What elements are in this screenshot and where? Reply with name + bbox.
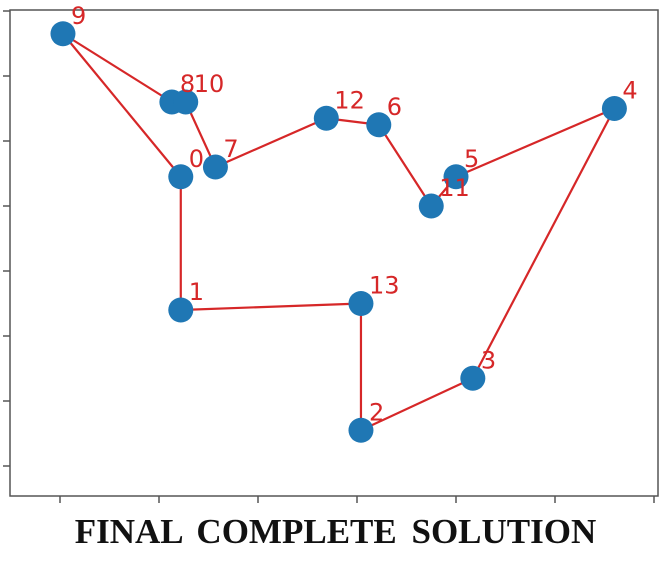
city-label: 8 <box>180 70 195 98</box>
plot-frame <box>9 9 659 497</box>
city-point <box>313 105 339 131</box>
city-label: 0 <box>189 145 204 173</box>
city-point <box>168 297 194 323</box>
city-point <box>601 96 627 121</box>
city-point <box>202 154 228 180</box>
city-label: 10 <box>194 70 225 98</box>
city-label: 9 <box>71 2 86 30</box>
city-label: 4 <box>622 77 637 105</box>
route-segment <box>471 107 616 379</box>
city-label: 11 <box>439 174 470 202</box>
city-label: 2 <box>369 398 384 426</box>
route-segment <box>62 32 173 103</box>
city-label: 5 <box>464 145 479 173</box>
city-label: 7 <box>223 135 238 163</box>
route-segment <box>214 117 327 169</box>
route-segment <box>455 107 615 178</box>
city-point <box>173 89 199 115</box>
x-axis-ticks <box>59 496 655 503</box>
route-segment <box>377 124 433 207</box>
city-point <box>366 112 392 138</box>
city-point <box>418 193 444 219</box>
figure-caption: FINAL COMPLETE SOLUTION <box>74 512 597 551</box>
city-point <box>168 164 194 190</box>
city-label: 13 <box>369 272 400 300</box>
city-label: 3 <box>481 346 496 374</box>
route-segment <box>180 302 361 312</box>
city-label: 1 <box>189 278 204 306</box>
route-segment <box>360 377 474 432</box>
city-label: 6 <box>387 93 402 121</box>
city-point <box>348 291 374 316</box>
city-label: 12 <box>334 86 365 114</box>
city-point <box>50 21 76 47</box>
city-point <box>443 164 469 190</box>
city-points <box>50 21 627 443</box>
y-axis-ticks <box>3 10 10 467</box>
route-segment <box>62 33 182 178</box>
city-point <box>460 365 486 391</box>
city-point <box>348 417 374 443</box>
